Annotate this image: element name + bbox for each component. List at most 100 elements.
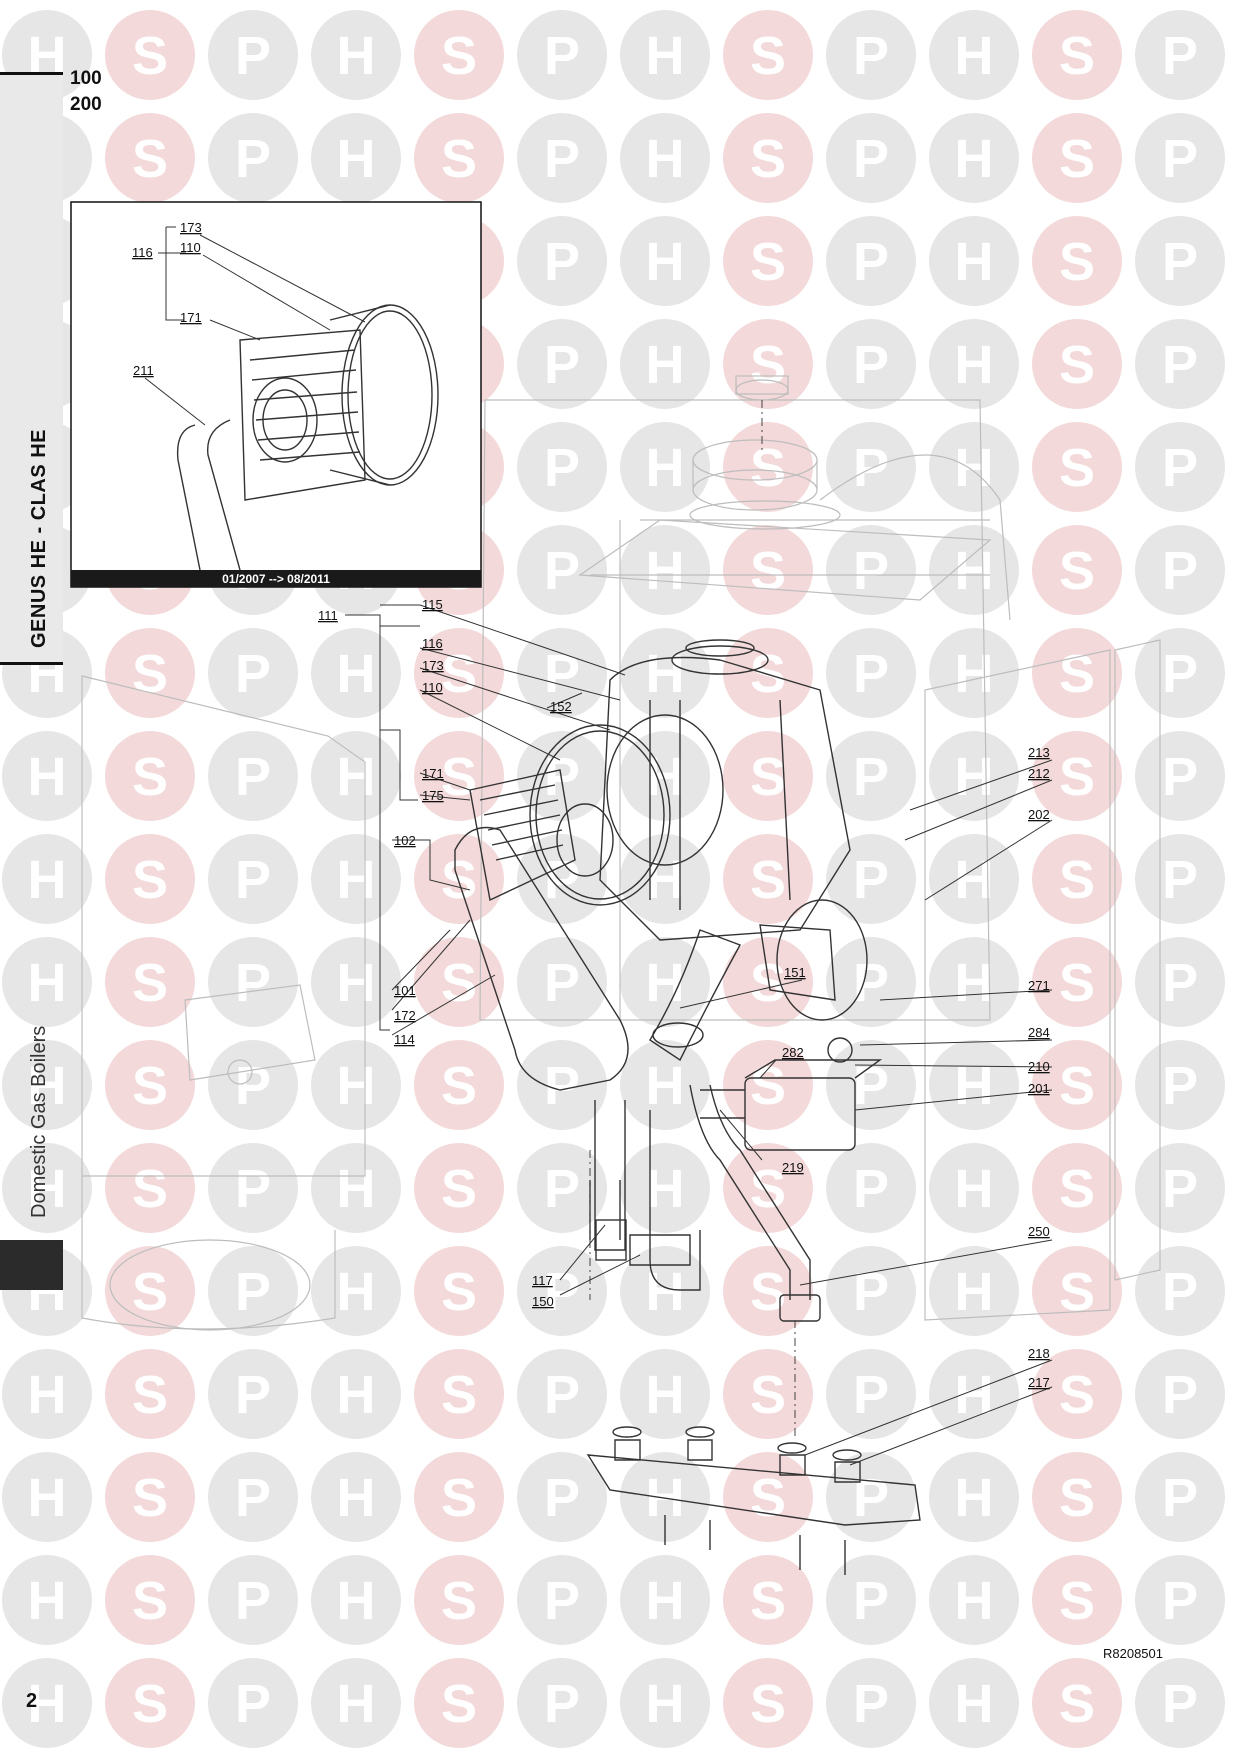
watermark-disc	[1135, 1246, 1225, 1336]
watermark-letter: P	[544, 129, 580, 189]
inset-date-range: 01/2007 --> 08/2011	[222, 572, 330, 586]
watermark-letter: H	[646, 1365, 685, 1425]
watermark-disc	[1032, 834, 1122, 924]
watermark-letter: H	[337, 1365, 376, 1425]
watermark-disc	[1135, 1555, 1225, 1645]
watermark-letter: P	[544, 1159, 580, 1219]
watermark-disc	[517, 1658, 607, 1748]
watermark-letter: H	[337, 26, 376, 86]
watermark-letter: H	[28, 1468, 67, 1528]
callout-labels: 111 115 116 173 110 152 171 175 102 101 …	[318, 597, 1050, 1390]
watermark-disc	[517, 1040, 607, 1130]
watermark-letter: P	[1162, 644, 1198, 704]
watermark-disc	[2, 1658, 92, 1748]
watermark-disc	[723, 1555, 813, 1645]
watermark-letter: H	[337, 644, 376, 704]
watermark-disc	[929, 731, 1019, 821]
watermark-letter: S	[750, 1468, 786, 1528]
inset-callout-173: 173	[180, 220, 202, 235]
watermark-disc	[105, 834, 195, 924]
watermark-disc	[929, 834, 1019, 924]
watermark-letter: S	[1059, 335, 1095, 395]
watermark-letter: H	[646, 1159, 685, 1219]
watermark-letter: S	[750, 26, 786, 86]
watermark-disc	[105, 628, 195, 718]
watermark-disc	[929, 1452, 1019, 1542]
watermark-letter: P	[544, 232, 580, 292]
watermark-letter: P	[544, 1056, 580, 1116]
watermark-letter: H	[28, 1056, 67, 1116]
inset-callout-171: 171	[180, 310, 202, 325]
watermark-letter: S	[1059, 1159, 1095, 1219]
watermark-letter: H	[337, 1056, 376, 1116]
watermark-disc	[105, 113, 195, 203]
watermark-disc	[517, 628, 607, 718]
inset-detail: 01/2007 --> 08/2011 116 173 110 171 211	[70, 201, 482, 588]
watermark-disc	[414, 1658, 504, 1748]
watermark-letter: S	[132, 644, 168, 704]
watermark-disc	[929, 525, 1019, 615]
model-codes: 100 200	[70, 66, 102, 118]
watermark-disc	[620, 1246, 710, 1336]
callout-284: 284	[1028, 1025, 1050, 1040]
watermark-disc	[929, 1143, 1019, 1233]
watermark-disc	[208, 113, 298, 203]
watermark-letter: S	[1059, 1674, 1095, 1734]
watermark-letter: P	[1162, 1262, 1198, 1322]
watermark-letter: P	[1162, 850, 1198, 910]
watermark-letter: S	[750, 1571, 786, 1631]
watermark-disc	[517, 1246, 607, 1336]
watermark-letter: P	[544, 747, 580, 807]
watermark-letter: P	[1162, 1056, 1198, 1116]
inset-callout-211: 211	[133, 363, 154, 378]
watermark-disc	[2, 1555, 92, 1645]
watermark-disc	[723, 731, 813, 821]
watermark-disc	[414, 1349, 504, 1439]
watermark-letter: P	[853, 541, 889, 601]
watermark-letter: S	[1059, 26, 1095, 86]
watermark-disc	[723, 628, 813, 718]
watermark-disc	[620, 1040, 710, 1130]
watermark-letter: H	[337, 129, 376, 189]
model-code-200: 200	[70, 94, 102, 115]
watermark-letter: P	[235, 1571, 271, 1631]
watermark-disc	[826, 1349, 916, 1439]
watermark-disc	[1032, 1452, 1122, 1542]
watermark-letter: P	[235, 1468, 271, 1528]
watermark-letter: S	[441, 1571, 477, 1631]
watermark-letter: S	[441, 26, 477, 86]
watermark-letter: S	[750, 1674, 786, 1734]
watermark-disc	[517, 113, 607, 203]
watermark-letter: H	[337, 1159, 376, 1219]
watermark-letter: H	[28, 1674, 67, 1734]
watermark-disc	[105, 1658, 195, 1748]
watermark-disc	[929, 1555, 1019, 1645]
watermark-letter: P	[544, 26, 580, 86]
watermark-disc	[2, 1349, 92, 1439]
watermark-disc	[2, 834, 92, 924]
watermark-letter: P	[1162, 26, 1198, 86]
watermark-disc	[723, 1658, 813, 1748]
watermark-disc	[826, 1040, 916, 1130]
watermark-letter: P	[235, 747, 271, 807]
watermark-letter: S	[750, 747, 786, 807]
watermark-letter: P	[1162, 1159, 1198, 1219]
callout-282: 282	[782, 1045, 804, 1060]
watermark-disc	[2, 1452, 92, 1542]
watermark-letter: S	[441, 1262, 477, 1322]
watermark-letter: P	[853, 1571, 889, 1631]
watermark-letter: S	[441, 1056, 477, 1116]
watermark-letter: P	[853, 129, 889, 189]
watermark-letter: P	[544, 1674, 580, 1734]
watermark-letter: P	[853, 747, 889, 807]
watermark-disc	[208, 1246, 298, 1336]
sidebar-band	[0, 72, 63, 664]
watermark-letter: H	[955, 438, 994, 498]
watermark-disc	[208, 937, 298, 1027]
watermark-disc	[517, 525, 607, 615]
watermark-disc	[517, 1452, 607, 1542]
watermark-disc	[105, 1452, 195, 1542]
watermark-disc	[311, 1143, 401, 1233]
watermark-disc	[620, 1555, 710, 1645]
watermark-letter: S	[1059, 1056, 1095, 1116]
